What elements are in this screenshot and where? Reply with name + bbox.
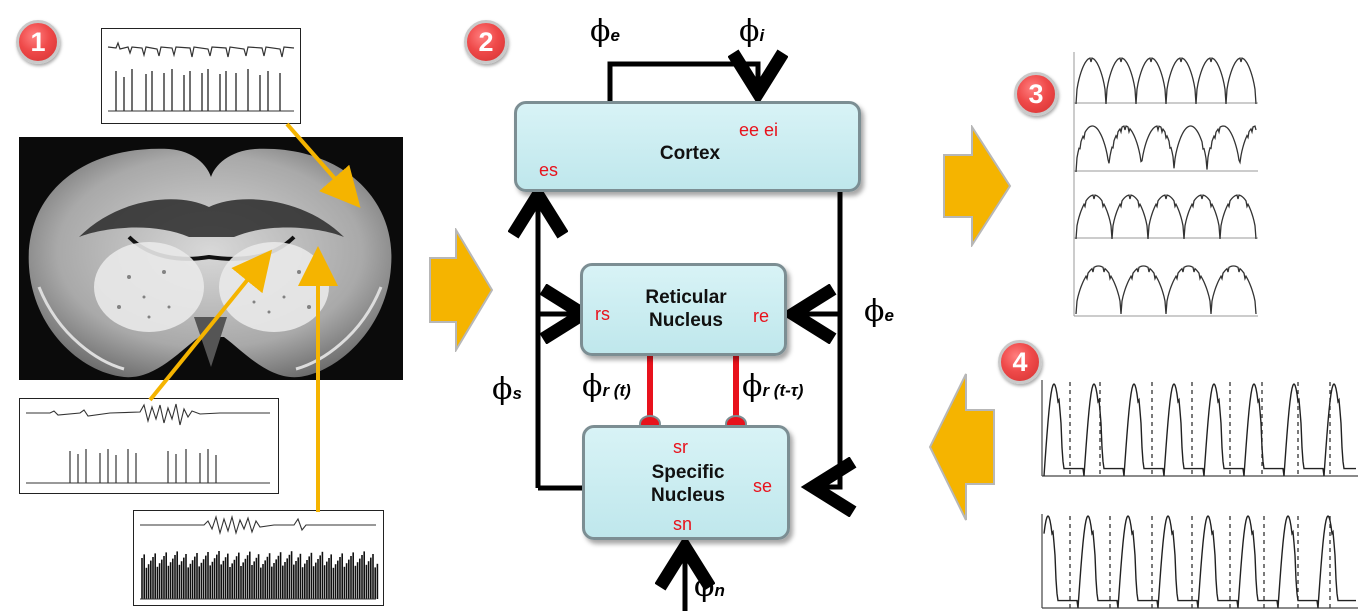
circuit-wiring	[500, 0, 900, 611]
specific-label-line1: Specific	[651, 462, 725, 483]
recording-panel-specific	[133, 510, 384, 606]
phi-subscript-close: )	[797, 381, 804, 400]
step-3-badge: 3	[1014, 72, 1058, 116]
badge-number: 4	[1012, 346, 1028, 377]
recorded-waveforms-panel	[1041, 380, 1358, 609]
phi-e-top-label: ϕe	[590, 17, 620, 47]
right-block-arrow	[429, 228, 494, 352]
phi-n-label: ϕn	[694, 572, 725, 602]
specific-port-se: se	[753, 476, 773, 496]
phi-subscript: s	[512, 384, 522, 403]
recording-panel-cortex	[101, 28, 301, 124]
badge-number: 3	[1028, 78, 1044, 109]
cortex-port-ee-ei: ee ei	[739, 120, 779, 140]
phi-symbol: ϕ	[864, 294, 885, 329]
step-1-badge: 1	[16, 20, 60, 64]
reticular-port-rs: rs	[595, 304, 610, 324]
specific-nucleus-box: sr Specific Nucleus se sn	[582, 425, 790, 540]
recording-panel-reticular	[19, 398, 279, 494]
phi-i-top-label: ϕi	[739, 17, 764, 47]
step-2-badge: 2	[464, 20, 508, 64]
specific-port-sn: sn	[673, 514, 693, 534]
cortex-box: Cortex ee ei es	[514, 101, 861, 192]
right-block-arrow-2	[943, 125, 1012, 247]
phi-symbol: ϕ	[582, 369, 603, 404]
tau-symbol: τ	[790, 381, 798, 400]
reticular-port-re: re	[753, 306, 770, 326]
step-4-badge: 4	[998, 340, 1042, 384]
reticular-label: Reticular Nucleus	[621, 286, 751, 332]
left-block-arrow	[928, 373, 995, 521]
specific-label: Specific Nucleus	[623, 461, 753, 507]
phi-symbol: ϕ	[590, 14, 611, 49]
badge-number: 1	[30, 26, 46, 57]
phi-symbol: ϕ	[739, 14, 760, 49]
phi-subscript: r (t-	[762, 381, 791, 400]
specific-label-line2: Nucleus	[651, 485, 725, 506]
simulated-waveforms-panel	[1073, 52, 1258, 317]
phi-subscript: i	[759, 26, 765, 45]
badge-number: 2	[478, 26, 494, 57]
phi-symbol: ϕ	[742, 369, 763, 404]
reticular-label-line1: Reticular	[645, 287, 727, 308]
phi-subscript: e	[884, 306, 894, 325]
phi-s-label: ϕs	[492, 375, 522, 405]
phi-subscript: n	[714, 581, 725, 600]
reticular-label-line2: Nucleus	[649, 310, 723, 331]
cortex-port-es: es	[539, 160, 559, 180]
phi-subscript: e	[610, 26, 620, 45]
phi-r-t-label: ϕr (t)	[582, 372, 631, 402]
phi-subscript: r (t)	[602, 381, 631, 400]
phi-e-right-label: ϕe	[864, 297, 894, 327]
phi-r-t-tau-label: ϕr (t-τ)	[742, 372, 803, 402]
reticular-nucleus-box: Reticular Nucleus rs re	[580, 263, 787, 356]
phi-symbol: ϕ	[492, 372, 513, 407]
specific-port-sr: sr	[673, 437, 688, 457]
phi-symbol: ϕ	[694, 569, 715, 604]
cortex-label: Cortex	[659, 143, 721, 164]
